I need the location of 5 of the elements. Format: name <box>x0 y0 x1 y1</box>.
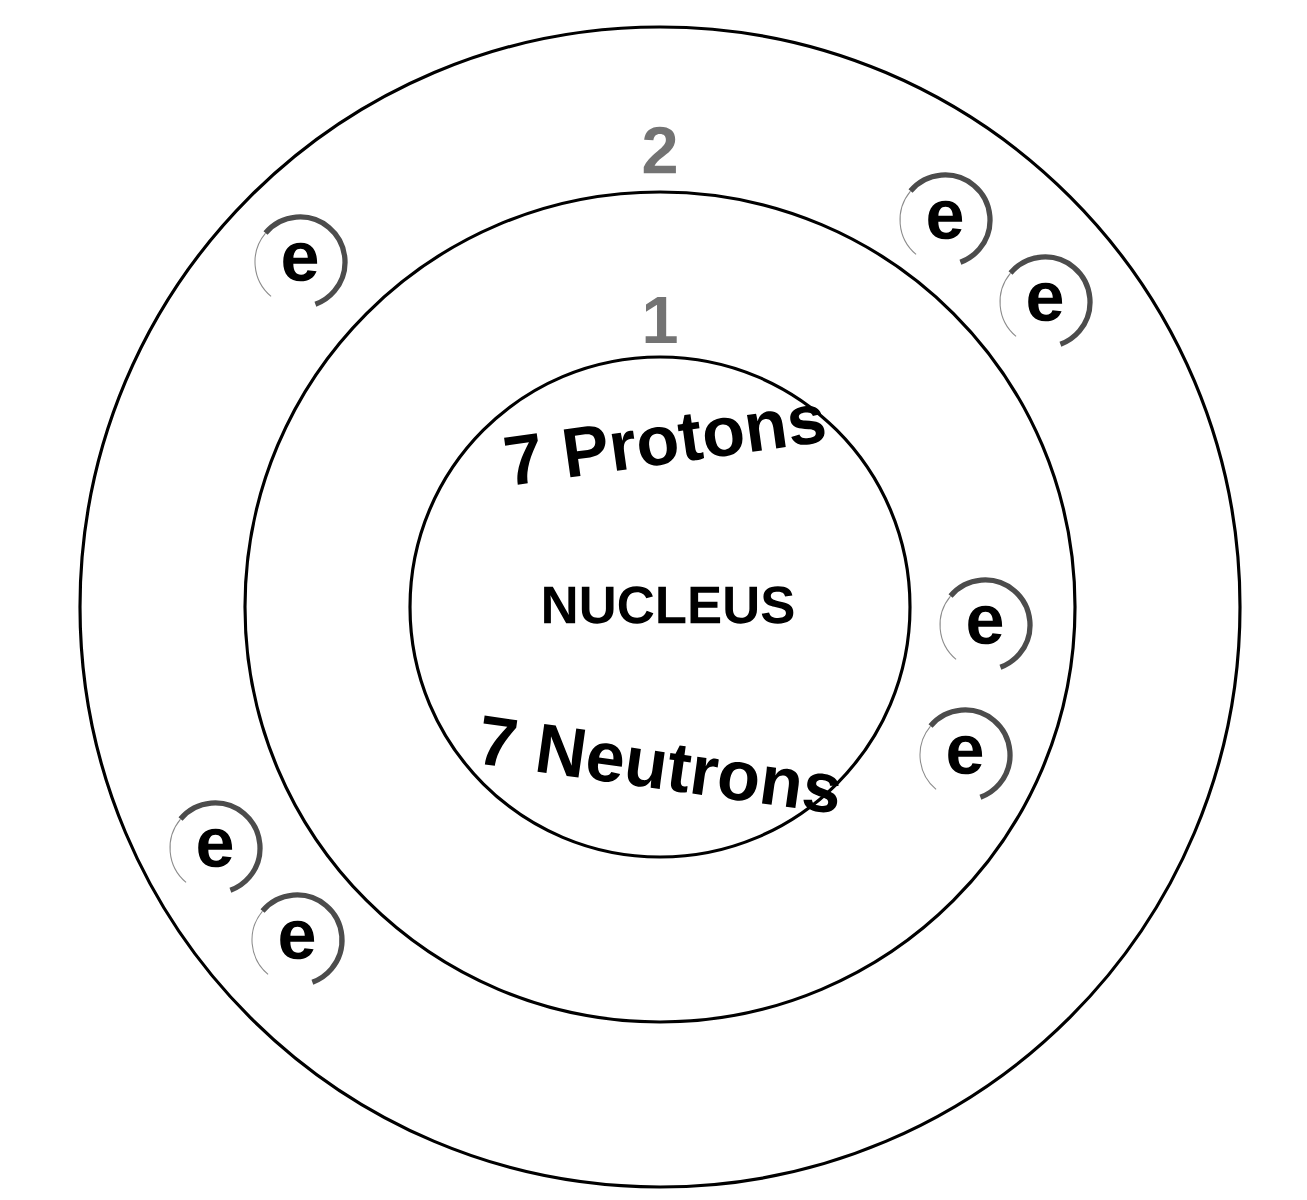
particle-count: 7 Protons <box>504 405 825 485</box>
shell-number: 2 <box>643 126 676 174</box>
nucleus-label: NUCLEUS <box>544 586 794 624</box>
shell-number: 1 <box>645 297 677 343</box>
particle-count: 7 Neutrons <box>483 715 839 813</box>
